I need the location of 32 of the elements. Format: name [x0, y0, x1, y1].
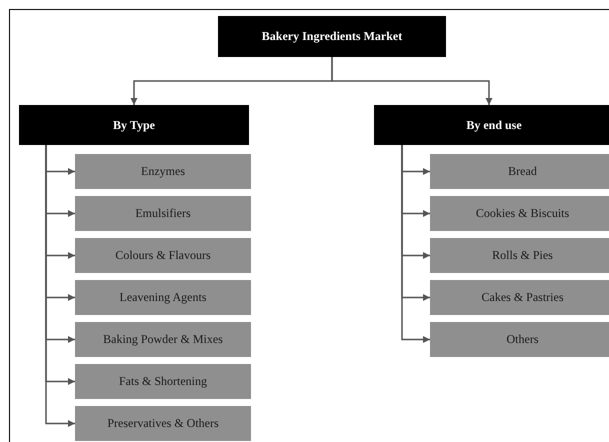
header-box	[374, 105, 609, 145]
category-box	[430, 238, 609, 273]
category-box	[430, 154, 609, 189]
connector-arrow	[401, 145, 430, 343]
category-box	[75, 238, 251, 273]
header-box	[19, 105, 249, 145]
box-label: Enzymes	[141, 164, 185, 179]
box-label: Cakes & Pastries	[482, 290, 564, 305]
box-label: By Type	[113, 118, 155, 132]
box-label: Emulsifiers	[135, 206, 191, 221]
category-box	[430, 196, 609, 231]
category-box	[75, 154, 251, 189]
box-label: Bread	[508, 164, 537, 179]
category-box	[430, 280, 609, 315]
category-box	[75, 364, 251, 399]
box-label: Cookies & Biscuits	[476, 206, 570, 221]
category-box	[75, 280, 251, 315]
box-label: Preservatives & Others	[107, 416, 219, 431]
box-label: Rolls & Pies	[492, 248, 553, 263]
category-box	[430, 322, 609, 357]
box-label: Fats & Shortening	[118, 374, 207, 389]
category-box	[75, 322, 251, 357]
box-label: Others	[506, 332, 538, 347]
box-label: Bakery Ingredients Market	[262, 29, 402, 44]
category-box	[75, 196, 251, 231]
header-box	[218, 16, 446, 57]
box-label: By end use	[466, 118, 522, 132]
box-label: Colours & Flavours	[115, 248, 211, 263]
connector-arrow	[331, 57, 492, 105]
box-label: Baking Powder & Mixes	[103, 332, 223, 347]
box-label: Leavening Agents	[120, 290, 206, 305]
category-box	[75, 406, 251, 441]
